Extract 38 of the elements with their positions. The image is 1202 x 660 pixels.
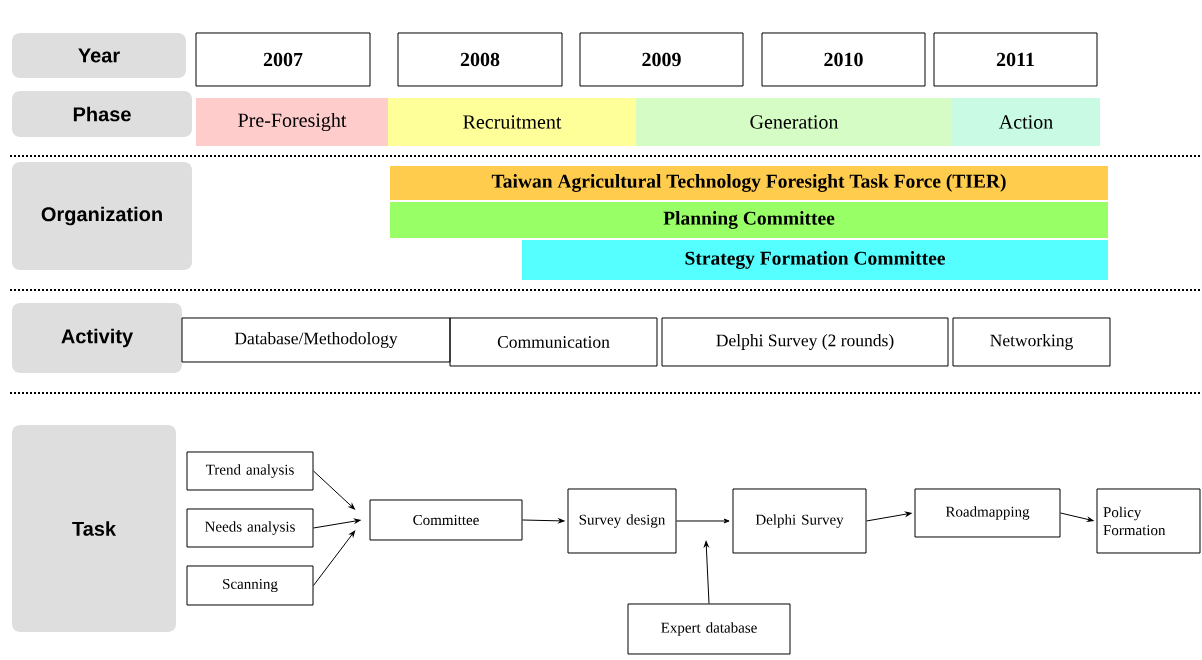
row-header: Activity: [12, 303, 182, 373]
year-box: 2009: [579, 32, 744, 87]
organization-bar: Strategy Formation Committee: [522, 240, 1108, 280]
organization-bar: Planning Committee: [390, 202, 1108, 238]
task-box: Expert database: [627, 603, 791, 655]
task-box: Trend analysis: [186, 451, 314, 491]
arrow: [866, 511, 912, 522]
year-box: 2011: [933, 32, 1098, 87]
row-header: Phase: [12, 91, 192, 137]
phase-band: Action: [952, 98, 1100, 146]
task-box: Roadmapping: [914, 488, 1061, 538]
activity-box: Networking: [952, 317, 1111, 367]
year-box: 2010: [761, 32, 926, 87]
arrow: [1060, 512, 1094, 522]
arrow: [313, 518, 361, 529]
arrow: [703, 540, 710, 604]
arrow: [676, 518, 730, 524]
task-box: Needs analysis: [186, 508, 314, 548]
row-header: Year: [12, 33, 186, 78]
activity-box: Communication: [449, 317, 658, 367]
task-box: Policy Formation: [1096, 488, 1201, 554]
arrow: [313, 470, 355, 510]
task-box: Scanning: [186, 565, 314, 606]
row-header: Task: [12, 425, 176, 632]
activity-box: Delphi Survey (2 rounds): [661, 317, 949, 367]
phase-band: Generation: [636, 98, 952, 146]
year-box: 2007: [195, 32, 371, 87]
phase-band: Pre-Foresight: [196, 98, 388, 146]
task-box: Survey design: [567, 488, 677, 554]
year-box: 2008: [397, 32, 563, 87]
phase-band: Recruitment: [388, 98, 636, 146]
task-box: Delphi Survey: [732, 488, 867, 554]
activity-box: Database/Methodology: [181, 317, 451, 363]
task-box: Committee: [369, 499, 523, 541]
arrow: [313, 530, 356, 586]
organization-bar: Taiwan Agricultural Technology Foresight Task Force (TIER): [390, 166, 1108, 200]
row-header: Organization: [12, 162, 192, 270]
arrow: [522, 518, 565, 524]
